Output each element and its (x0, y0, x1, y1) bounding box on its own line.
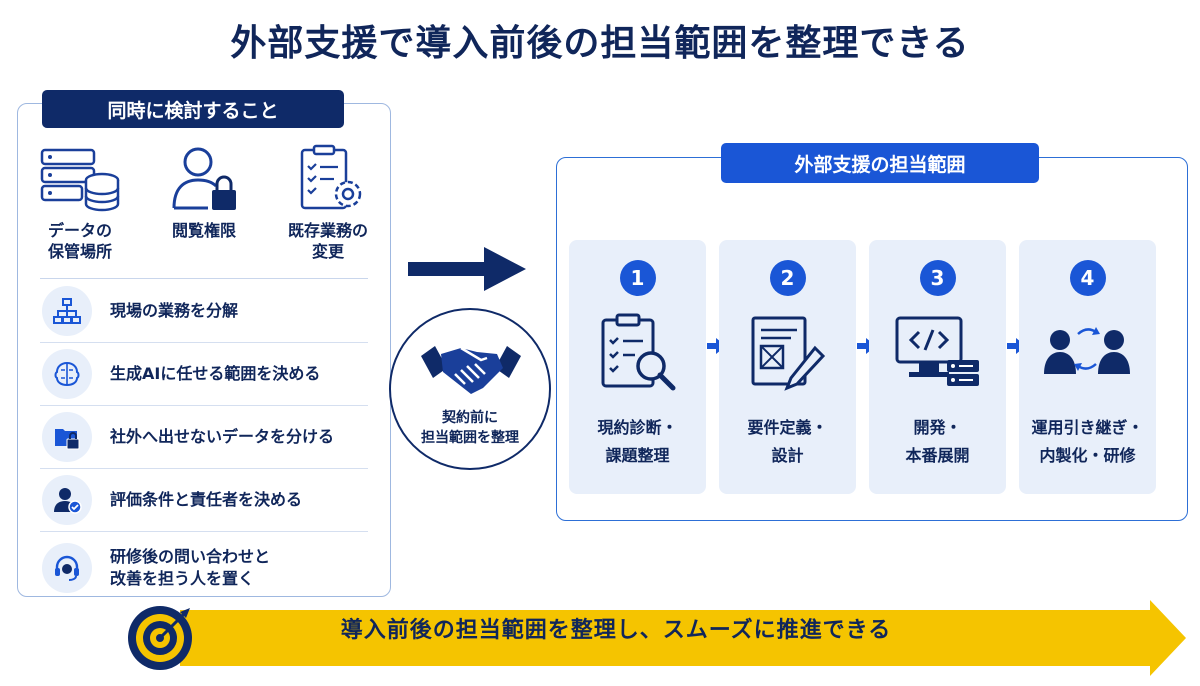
step-card: 4 運用引き継ぎ・ 内製化・研修 (1019, 240, 1156, 494)
support-scope-header: 外部支援の担当範囲 (721, 143, 1039, 183)
ai-brain-icon (54, 361, 80, 387)
step-number: 1 (619, 260, 656, 296)
pre-contract-circle: 契約前に 担当範囲を整理 (389, 308, 551, 470)
flow-arrow-icon (408, 247, 526, 291)
folder-lock-icon (55, 429, 80, 450)
list-item-label: 評価条件と責任者を決める (110, 490, 303, 509)
user-lock-icon (172, 147, 236, 210)
considerations-list: 現場の業務を分解 生成AIに任せる範囲を決める 社外へ出せないデータを分ける (40, 280, 368, 604)
top-item-label-1: 閲覧権限 (171, 221, 236, 240)
top-item-label-1: データの (47, 221, 112, 240)
step-label-1: 要件定義・ (747, 418, 828, 437)
people-exchange-icon (1044, 327, 1130, 374)
step-number: 3 (919, 260, 956, 296)
step-label-1: 現約診断・ (597, 418, 678, 437)
list-item: 評価条件と責任者を決める (40, 469, 368, 532)
list-item-label: 社外へ出せないデータを分ける (110, 427, 335, 446)
step-label-2: 設計 (771, 446, 804, 465)
top-item-data-storage: データの 保管場所 (18, 142, 142, 277)
step-label-2: 本番展開 (905, 446, 970, 465)
outcome-banner (128, 600, 1186, 676)
list-item: 社外へ出せないデータを分ける (40, 406, 368, 469)
step-label-1: 開発・ (913, 418, 962, 437)
monitor-code-icon (895, 316, 979, 386)
step-label-2: 内製化・研修 (1039, 446, 1136, 465)
top-item-label-2: 保管場所 (47, 242, 112, 261)
step-number: 2 (769, 260, 806, 296)
top-item-label-2: 変更 (311, 242, 344, 261)
clipboard-gear-icon (300, 144, 362, 210)
considerations-panel: 同時に検討すること データの 保管場所 (17, 90, 391, 597)
page-title: 外部支援で導入前後の担当範囲を整理できる (230, 23, 970, 64)
list-item: 研修後の問い合わせと 改善を担う人を置く (40, 532, 368, 604)
step-card: 3 開発・ 本番展開 (869, 240, 1006, 494)
step-card: 1 現約診断・ 課題整理 (569, 240, 706, 494)
list-item-label: 現場の業務を分解 (110, 301, 239, 320)
handshake-icon (421, 346, 521, 394)
clipboard-search-icon (601, 313, 676, 391)
target-icon (128, 606, 192, 670)
top-item-label-1: 既存業務の (287, 221, 368, 240)
list-item-label-1: 研修後の問い合わせと (110, 547, 271, 566)
top-item-workflow: 既存業務の 変更 (266, 142, 390, 277)
handshake-label-2: 担当範囲を整理 (421, 430, 519, 446)
step-card: 2 要件定義・ 設計 (719, 240, 856, 494)
outcome-banner-text: 導入前後の担当範囲を整理し、スムーズに推進できる (340, 618, 892, 643)
user-check-icon (54, 488, 82, 514)
list-item: 生成AIに任せる範囲を決める (40, 343, 368, 406)
headset-icon (55, 555, 79, 581)
list-item-label: 生成AIに任せる範囲を決める (110, 364, 321, 383)
top-item-access: 閲覧権限 (142, 142, 266, 277)
database-server-icon (40, 148, 120, 212)
hierarchy-icon (53, 298, 81, 324)
top-icon-row: データの 保管場所 閲覧権限 (18, 142, 390, 277)
document-edit-icon (751, 316, 826, 391)
divider (40, 278, 368, 279)
step-label-2: 課題整理 (605, 446, 670, 465)
list-item-label-2: 改善を担う人を置く (110, 569, 255, 588)
handshake-label-1: 契約前に (442, 410, 498, 426)
list-item: 現場の業務を分解 (40, 280, 368, 343)
step-number: 4 (1069, 260, 1106, 296)
step-label-1: 運用引き継ぎ・ (1031, 418, 1144, 437)
considerations-header: 同時に検討すること (42, 90, 344, 128)
support-scope-panel: 外部支援の担当範囲 1 現約診断・ 課題整理 2 (556, 143, 1188, 521)
